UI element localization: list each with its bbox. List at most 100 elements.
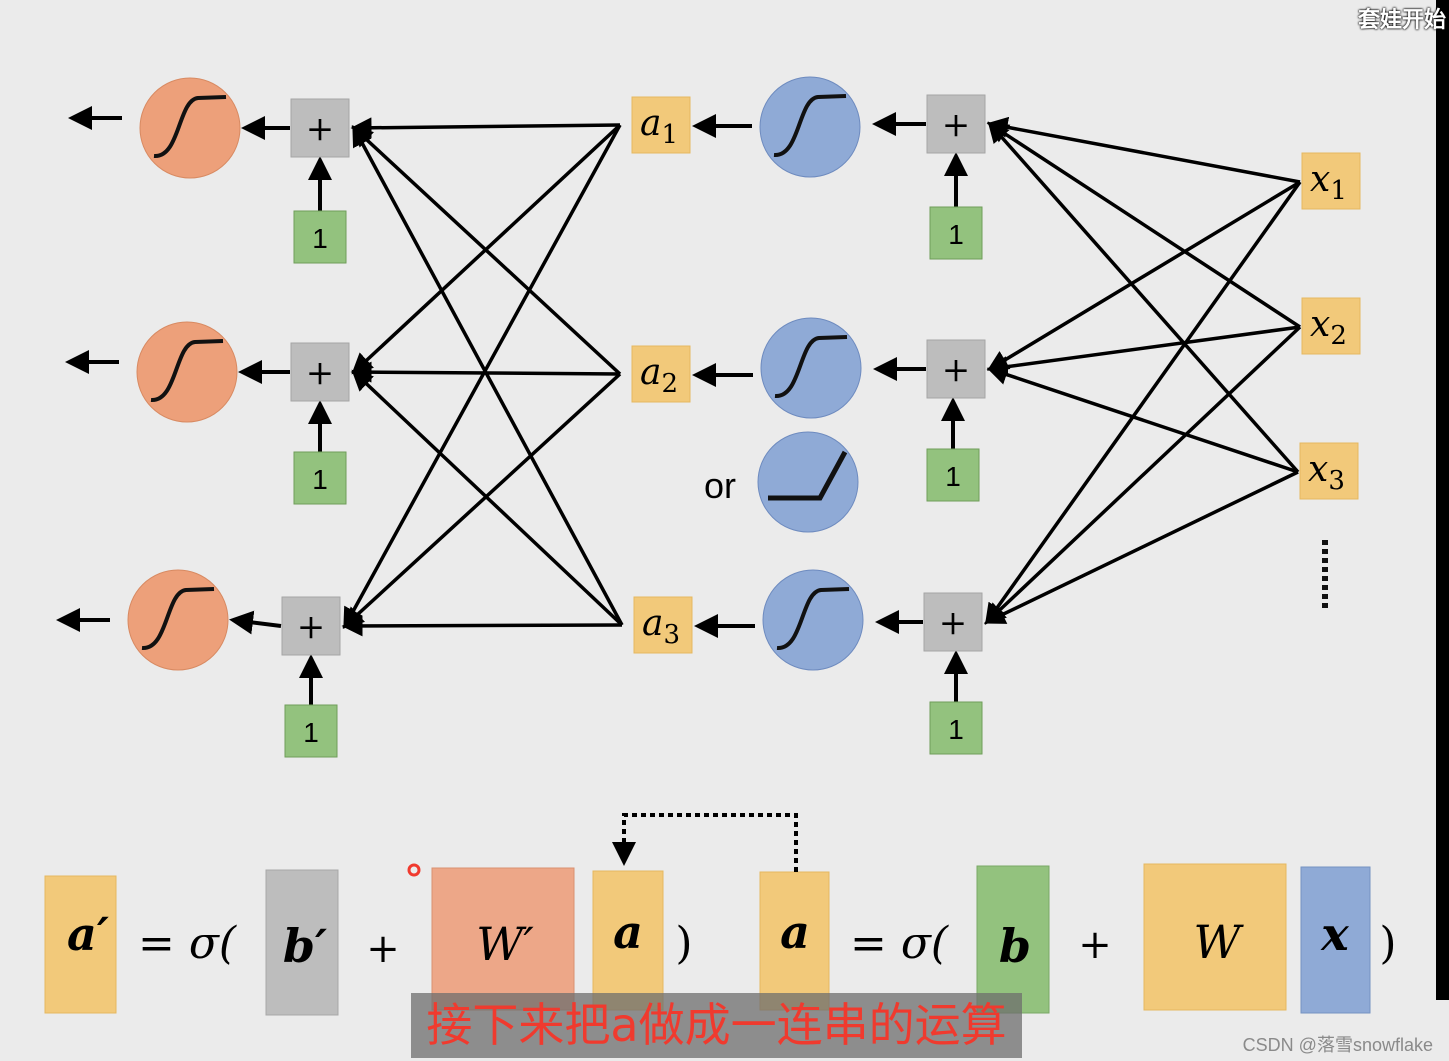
- bias-node: 1: [293, 451, 347, 505]
- weight-edge: [983, 470, 1299, 624]
- a-input-box: [592, 870, 664, 1011]
- bias-node: 1: [284, 704, 338, 758]
- variable-label: x2: [1310, 304, 1347, 351]
- sum-node: +: [926, 339, 986, 399]
- sigmoid-icon: [774, 335, 848, 399]
- sigmoid-icon: [776, 587, 850, 651]
- plus-label: +: [942, 105, 971, 145]
- variable-label: a2: [640, 352, 678, 399]
- arrow-icon: [229, 610, 282, 635]
- b-box: [976, 865, 1050, 1014]
- connection-edges: [56, 106, 1302, 705]
- sigmoid-icon: [141, 587, 215, 651]
- a-prime-label: a′: [67, 907, 109, 961]
- bias-node: 1: [926, 448, 980, 502]
- equation: a′ = σ( b′ + W′ a ) a = σ( b + W x ): [44, 813, 1397, 1016]
- bias-label: 1: [945, 461, 961, 492]
- window-edge: [1436, 0, 1449, 1000]
- bias-label: 1: [948, 714, 964, 745]
- hidden_outputs-node: a2: [631, 345, 691, 403]
- weight-edge: [350, 117, 621, 139]
- sum-node: +: [923, 592, 983, 652]
- vertical-ellipsis-icon: [1322, 540, 1328, 608]
- weight-edge: [351, 123, 622, 375]
- weight-edge: [987, 122, 1301, 329]
- weight-edge: [986, 116, 1301, 184]
- sum-node: +: [281, 596, 341, 656]
- hidden-neuron: [762, 569, 864, 671]
- b-prime-box: [265, 869, 339, 1016]
- equals-sigma: = σ(: [138, 918, 237, 969]
- weight-edge: [351, 125, 622, 376]
- cursor-dot: [407, 863, 421, 877]
- b-prime-label: b′: [283, 919, 327, 973]
- hidden-neuron: [760, 317, 862, 419]
- relu-neuron: [757, 431, 859, 533]
- inputs-node: x2: [1301, 297, 1361, 355]
- a-prime-box: [44, 875, 117, 1014]
- plus-sign: +: [366, 926, 400, 972]
- sum-node: +: [290, 342, 350, 402]
- or-label: or: [704, 465, 736, 506]
- output-neuron: [136, 321, 238, 423]
- weight-edge: [352, 124, 624, 626]
- weight-edge: [342, 372, 622, 629]
- variable-label: a3: [642, 603, 680, 650]
- watermark: CSDN @落雪snowflake: [1242, 1035, 1433, 1055]
- weight-edge: [343, 124, 622, 630]
- weight-edge: [986, 325, 1301, 378]
- bias-node: 1: [929, 701, 983, 755]
- inputs-node: x3: [1299, 442, 1359, 500]
- output-neuron: [139, 77, 241, 179]
- variable-label: x3: [1308, 449, 1345, 496]
- bias-label: 1: [303, 717, 319, 748]
- plus-label: +: [942, 350, 971, 390]
- weight-edge: [351, 369, 624, 627]
- weight-edge: [341, 615, 623, 637]
- a-output-label: a: [780, 905, 810, 959]
- sum-node: +: [290, 98, 350, 158]
- hidden_outputs-node: a1: [631, 96, 691, 154]
- plus-sign: +: [1078, 922, 1112, 968]
- weight-edge: [987, 121, 1300, 474]
- w-label: W: [1193, 915, 1244, 969]
- dotted-feedback-arrow: [612, 813, 798, 872]
- plus-label: +: [306, 353, 335, 393]
- plus-label: +: [939, 603, 968, 643]
- hidden-neuron: [759, 76, 861, 178]
- bias-label: 1: [312, 464, 328, 495]
- w-box: [1143, 863, 1287, 1011]
- weight-edge: [986, 364, 1299, 474]
- plus-label: +: [306, 109, 335, 149]
- plus-label: +: [297, 607, 326, 647]
- bias-label: 1: [312, 223, 328, 254]
- sigmoid-icon: [773, 94, 847, 158]
- bias-label: 1: [948, 219, 964, 250]
- output-neuron: [127, 569, 229, 671]
- w-prime-label: W′: [476, 917, 534, 971]
- subtitle-caption: 接下来把a做成一连串的运算: [411, 993, 1022, 1058]
- x-label: x: [1320, 907, 1349, 961]
- x-box: [1300, 866, 1371, 1014]
- relu-icon: [768, 450, 848, 501]
- weight-edge: [984, 325, 1302, 625]
- a-output-box: [759, 871, 830, 1011]
- bias-node: 1: [293, 210, 347, 264]
- close-paren: ): [1379, 918, 1396, 969]
- sum-node: +: [926, 94, 986, 154]
- equals-sigma: = σ(: [850, 918, 949, 969]
- sigmoid-icon: [150, 339, 224, 403]
- weight-edge: [987, 180, 1301, 371]
- b-label: b: [999, 919, 1031, 973]
- variable-label: a1: [640, 103, 678, 150]
- hidden_outputs-node: a3: [633, 596, 693, 654]
- inputs-node: x1: [1301, 152, 1361, 210]
- variable-label: x1: [1310, 159, 1347, 206]
- a-input-label: a: [613, 905, 643, 959]
- close-paren: ): [675, 918, 692, 969]
- bias-node: 1: [929, 206, 983, 260]
- corner-caption: 套娃开始: [1358, 8, 1447, 33]
- sigmoid-icon: [153, 95, 227, 159]
- weight-edge: [984, 180, 1302, 625]
